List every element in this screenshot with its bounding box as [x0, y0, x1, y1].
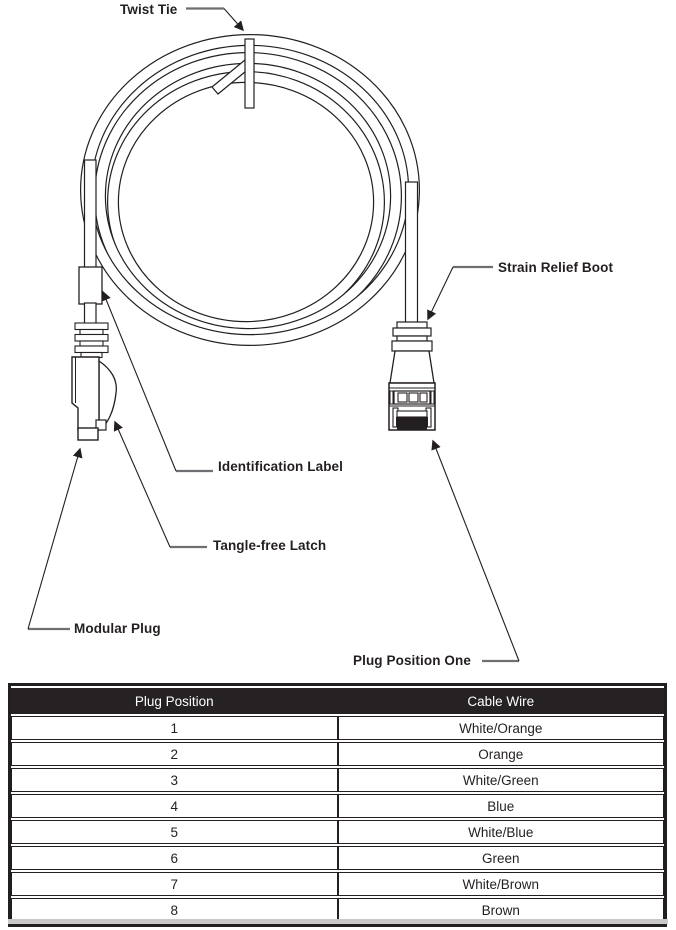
cell-wire: White/Green [337, 768, 664, 792]
cell-position: 6 [11, 846, 338, 870]
patch-cord-diagram: Twist Tie Strain Relief Boot Identificat… [27, 2, 613, 668]
cell-position: 2 [11, 742, 338, 766]
leader-lines [27, 7, 520, 663]
left-strain-relief-ribs [74, 322, 109, 359]
label-twist-tie: Twist Tie [120, 2, 178, 17]
plug-body-left [71, 356, 100, 431]
plug-wiring-table: Plug Position Cable Wire 1 White/Orange … [8, 683, 667, 927]
strain-relief-boot-shape [389, 321, 435, 384]
table-row: 6 Green [11, 846, 664, 870]
cell-position: 3 [11, 768, 338, 792]
header-cable-wire: Cable Wire [337, 688, 664, 714]
table-row: 2 Orange [11, 742, 664, 766]
table-row: 4 Blue [11, 794, 664, 818]
footer-rule [8, 919, 668, 924]
cell-wire: Green [337, 846, 664, 870]
cell-position: 7 [11, 872, 338, 896]
table-row: 3 White/Green [11, 768, 664, 792]
label-plug-position-one: Plug Position One [353, 653, 471, 668]
leader-twist-tie [223, 8, 244, 32]
cell-position: 5 [11, 820, 338, 844]
cell-wire: Orange [337, 742, 664, 766]
cell-position: 4 [11, 794, 338, 818]
leader-modular-plug [27, 447, 83, 630]
label-tangle-free-latch: Tangle-free Latch [213, 538, 326, 553]
leader-latch [113, 420, 171, 548]
leader-id-label [101, 290, 177, 472]
tangle-free-latch-shape [98, 359, 117, 431]
header-plug-position: Plug Position [11, 688, 338, 714]
label-modular-plug: Modular Plug [74, 621, 161, 636]
plug-contacts-block [396, 417, 428, 427]
cable-left-drop [83, 159, 97, 270]
table-row: 5 White/Blue [11, 820, 664, 844]
cell-wire: White/Orange [337, 716, 664, 740]
modular-plug-left [71, 266, 117, 441]
label-strain-relief-boot: Strain Relief Boot [498, 260, 613, 275]
cable-right-drop [404, 181, 419, 325]
cell-wire: Blue [337, 794, 664, 818]
cell-wire: White/Brown [337, 872, 664, 896]
cell-position: 1 [11, 716, 338, 740]
leader-plug-pos-one [431, 439, 520, 662]
leader-strain-relief [427, 266, 454, 321]
twist-tie [211, 38, 255, 109]
identification-label-wrap [78, 266, 103, 305]
table-header-row: Plug Position Cable Wire [11, 688, 664, 714]
label-identification: Identification Label [218, 459, 343, 474]
table-row: 8 Brown [11, 898, 664, 922]
modular-plug-right [388, 321, 436, 431]
plug-nose-left [77, 427, 99, 441]
cell-wire: White/Blue [337, 820, 664, 844]
table-row: 1 White/Orange [11, 716, 664, 740]
table-row: 7 White/Brown [11, 872, 664, 896]
